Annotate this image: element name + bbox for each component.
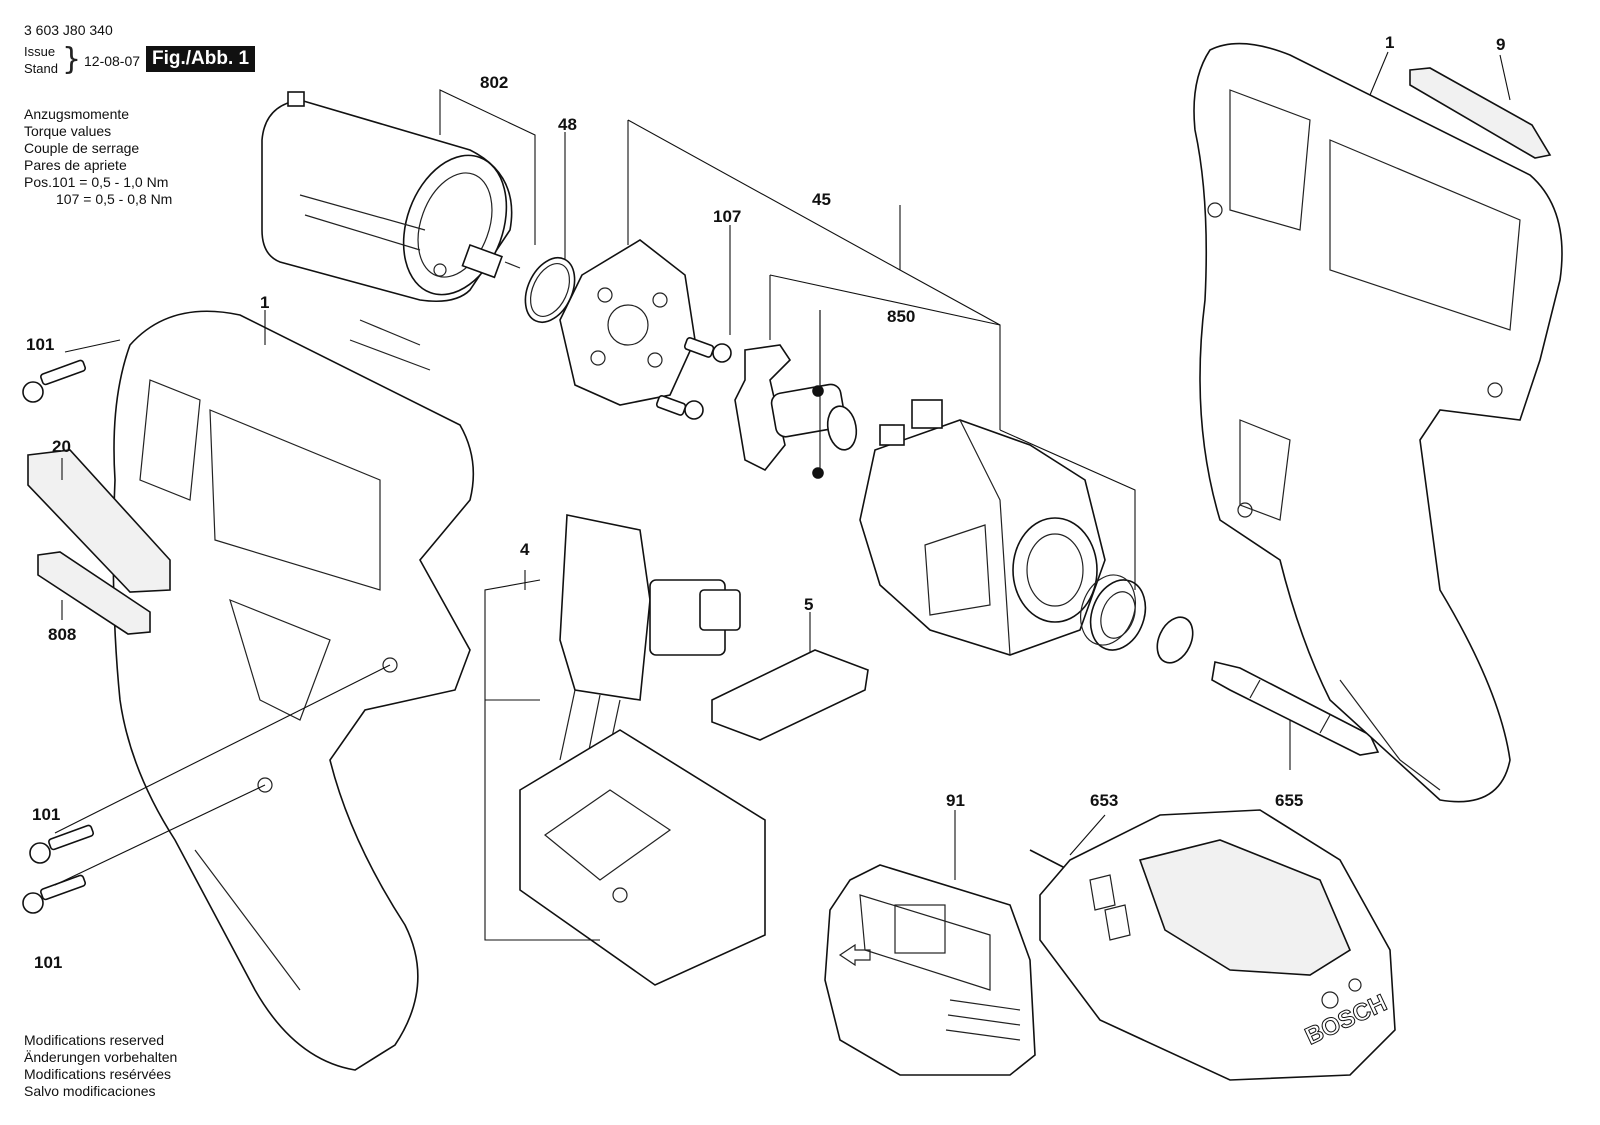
gearbox-plate-part xyxy=(559,239,696,406)
modifications-fr: Modifications resérvées xyxy=(24,1066,172,1082)
slider-part xyxy=(711,649,869,741)
part-number-101-top: 101 xyxy=(26,335,54,354)
modifications-de: Änderungen vorbehalten xyxy=(24,1049,178,1065)
gear-housing-part xyxy=(859,399,1106,656)
part-number-45: 45 xyxy=(812,190,831,209)
modifications-block: Modifications reserved Änderungen vorbeh… xyxy=(24,1032,177,1100)
part-number-802: 802 xyxy=(480,73,508,92)
switch-part xyxy=(519,514,766,986)
torque-values-block: Anzugsmomente Torque values Couple de se… xyxy=(24,106,172,208)
torque-heading-fr: Couple de serrage xyxy=(24,140,140,156)
part-number-4: 4 xyxy=(520,540,530,559)
part-number-655: 655 xyxy=(1275,791,1303,810)
label-20-part xyxy=(27,449,171,593)
housing-shell-left-part xyxy=(112,310,475,1071)
part-number-808: 808 xyxy=(48,625,76,644)
stand-label: Stand xyxy=(24,61,58,76)
modifications-es: Salvo modificaciones xyxy=(24,1083,156,1099)
label-808-part xyxy=(37,551,151,635)
part-number-101-bottom: 101 xyxy=(34,953,62,972)
modifications-en: Modifications reserved xyxy=(24,1032,165,1048)
torque-heading-de: Anzugsmomente xyxy=(24,106,130,122)
part-number-5: 5 xyxy=(804,595,813,614)
torque-value-101: Pos.101 = 0,5 - 1,0 Nm xyxy=(24,174,169,190)
battery-part xyxy=(824,864,1036,1076)
torque-heading-en: Torque values xyxy=(24,123,112,139)
part-number-9: 9 xyxy=(1496,35,1505,54)
part-number-20: 20 xyxy=(52,437,71,456)
brace-icon: } xyxy=(62,42,82,77)
issue-date: 12-08-07 xyxy=(84,53,141,69)
part-number-48: 48 xyxy=(558,115,577,134)
part-number-1-left: 1 xyxy=(260,293,269,312)
part-number-653: 653 xyxy=(1090,791,1118,810)
charger-part: BOSCH xyxy=(1029,809,1396,1081)
screw-101-bottom xyxy=(22,874,87,914)
retaining-clip-part xyxy=(1156,616,1194,664)
motor-part xyxy=(261,91,521,303)
part-number-91: 91 xyxy=(946,791,965,810)
screwdriver-bit-part xyxy=(1211,661,1380,756)
figure-label: Fig./Abb. 1 xyxy=(146,46,256,72)
screw-101-top xyxy=(22,359,87,403)
screw-107-lower xyxy=(655,395,704,420)
o-ring-part xyxy=(524,257,576,323)
housing-shell-right-part xyxy=(1193,42,1563,803)
part-number-850: 850 xyxy=(887,307,915,326)
part-number-101-mid: 101 xyxy=(32,805,60,824)
label-9-part xyxy=(1409,67,1552,159)
screw-107-upper xyxy=(683,337,732,363)
screw-101-mid xyxy=(29,824,95,864)
leader-lines xyxy=(54,51,1511,941)
issue-label: Issue xyxy=(24,44,56,59)
spindle-part xyxy=(734,344,858,479)
part-number-1-right: 1 xyxy=(1385,33,1394,52)
torque-value-107: 107 = 0,5 - 0,8 Nm xyxy=(56,191,173,207)
document-number: 3 603 J80 340 xyxy=(24,22,113,38)
part-number-labels: 802 48 45 107 850 1 1 9 101 20 808 4 5 1… xyxy=(26,33,1505,972)
torque-heading-es: Pares de apriete xyxy=(24,157,127,173)
bushing-part xyxy=(1080,574,1147,651)
part-number-107: 107 xyxy=(713,207,741,226)
